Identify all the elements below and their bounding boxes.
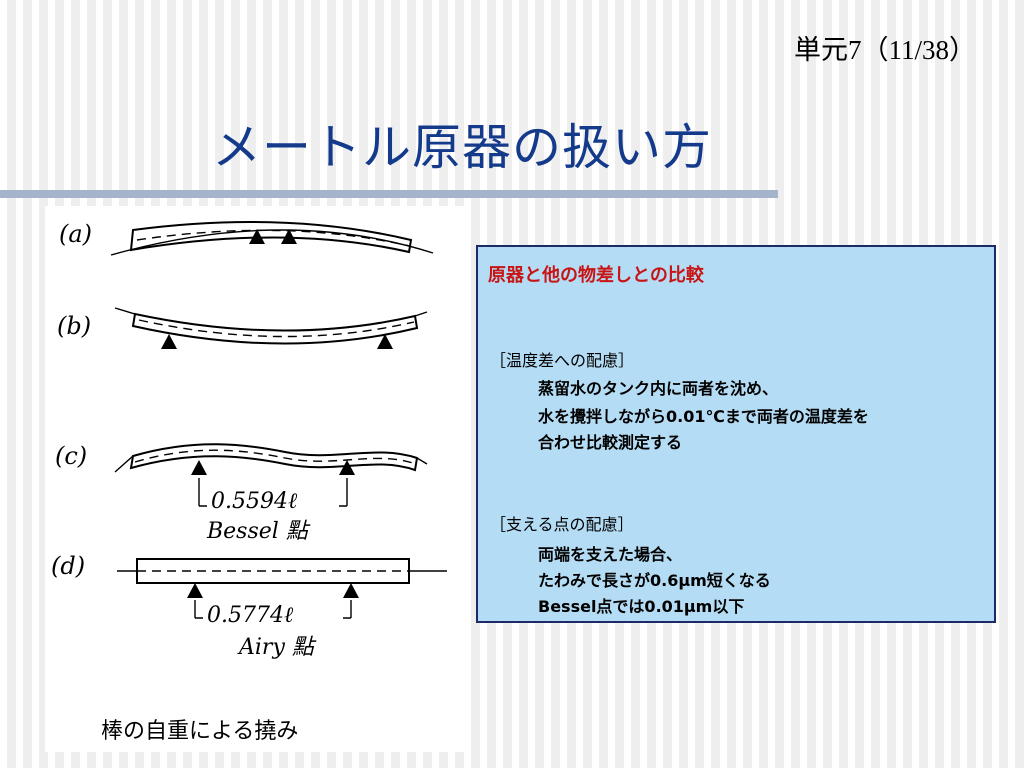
- unit-page-indicator: 単元7（11/38）: [794, 35, 976, 65]
- support-d1: [187, 583, 203, 598]
- label-c: (c): [55, 442, 87, 470]
- bar-c: [129, 443, 419, 472]
- figure-caption: 棒の自重による撓み: [101, 719, 298, 744]
- slide-title: メートル原器の扱い方: [212, 119, 713, 176]
- title-divider: [0, 190, 778, 198]
- support-d2: [343, 583, 359, 598]
- support-line-1: 両端を支えた場合、: [538, 545, 683, 564]
- bessel-point-label: Bessel 點: [206, 519, 311, 544]
- bar-a: [129, 221, 413, 254]
- bar-b: [131, 312, 419, 345]
- support-b2: [377, 334, 393, 349]
- label-a: (a): [59, 220, 92, 248]
- temperature-section-heading: ［温度差への配慮］: [490, 351, 635, 370]
- support-line-3: Bessel点では0.01μm以下: [538, 597, 745, 616]
- info-box-heading: 原器と他の物差しとの比較: [488, 265, 704, 286]
- temperature-line-1: 蒸留水のタンク内に両者を沈め、: [538, 379, 779, 398]
- label-d: (d): [51, 552, 85, 580]
- temperature-line-3: 合わせ比較測定する: [538, 433, 683, 452]
- support-line-2: たわみで長さが0.6μm短くなる: [538, 571, 771, 590]
- support-section-heading: ［支える点の配慮］: [490, 515, 634, 534]
- support-a1: [249, 229, 265, 244]
- diagram-d: (d) 0.5774ℓ Airy 點: [51, 552, 447, 660]
- bar-deflection-figure: (a) (b) (c) 0.5594ℓ Bessel 點: [45, 206, 469, 752]
- airy-distance-label: 0.5774ℓ: [207, 603, 294, 628]
- diagram-c: (c) 0.5594ℓ Bessel 點: [55, 442, 428, 544]
- temperature-line-2: 水を攪拌しながら0.01℃まで両者の温度差を: [538, 407, 869, 426]
- diagram-a: (a): [59, 220, 434, 256]
- support-c2: [339, 460, 355, 475]
- bessel-distance-label: 0.5594ℓ: [211, 489, 298, 514]
- diagram-b: (b): [57, 307, 428, 349]
- label-b: (b): [57, 312, 91, 340]
- support-b1: [161, 334, 177, 349]
- support-a2: [281, 229, 297, 244]
- airy-point-label: Airy 點: [237, 635, 317, 660]
- comparison-info-box: 原器と他の物差しとの比較 ［温度差への配慮］ 蒸留水のタンク内に両者を沈め、 水…: [476, 245, 996, 623]
- support-c1: [191, 460, 207, 475]
